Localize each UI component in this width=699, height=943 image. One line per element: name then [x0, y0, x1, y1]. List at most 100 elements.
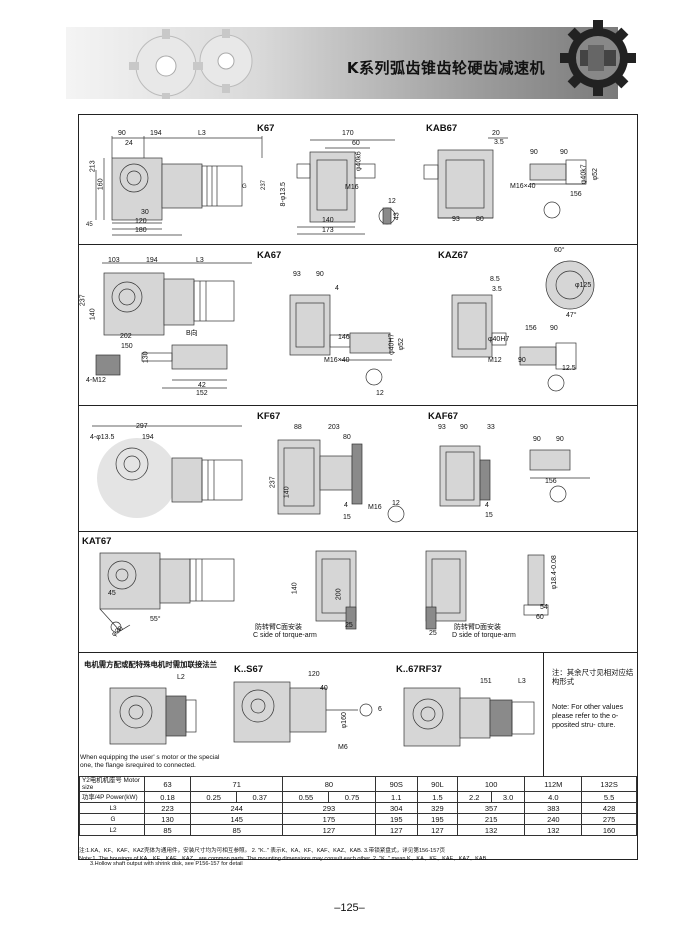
c-side-label-en: C side of torque-arm — [253, 632, 317, 639]
table-cell: 127 — [416, 824, 458, 836]
dim-ka67-140: 140 — [89, 308, 97, 321]
motor-note-cn: 电机需方配或配特殊电机时需加联接法兰 — [84, 660, 218, 669]
dim-kab67-90a: 90 — [530, 149, 538, 156]
dim-kat67-54: 54 — [540, 604, 548, 611]
size-note-cn: 注：其余尺寸见相对应结构形式 — [552, 668, 634, 686]
dim-kaf67-90a: 90 — [533, 436, 541, 443]
gear-logo-icon — [560, 20, 636, 96]
dim-ka67-237: 237 — [79, 294, 87, 307]
table-row: 功率/4P Power(kW) 0.18 0.25 0.37 0.55 0.75… — [79, 791, 637, 803]
dim-kaf67-4: 4 — [485, 502, 489, 509]
table-cell: 4.0 — [524, 791, 583, 803]
dim-kaz67-8-5: 8.5 — [490, 276, 500, 283]
dim-ka67-150: 150 — [121, 343, 133, 350]
table-cell: 132S — [581, 776, 637, 792]
dim-ka67-4: 4 — [335, 285, 339, 292]
footnote-cn: 注:1.KA、KF、KAF、KAZ壳体为通用件，安装尺寸均为可相互参照。 2. … — [79, 848, 446, 854]
dim-kaz67-m16x40: 90 — [518, 357, 526, 364]
row-header: G — [79, 813, 145, 825]
row-header: L3 — [79, 802, 145, 814]
dim-ks67-6: 6 — [378, 706, 382, 713]
dim-kf67-140: 140 — [283, 486, 291, 499]
dim-kaf67-93: 93 — [438, 424, 446, 431]
table-row: Y2电机机座号 Motor size 63 71 80 90S 90L 100 … — [79, 776, 637, 792]
dim-kab67-80: 80 — [476, 216, 484, 223]
table-cell: 2.2 — [456, 791, 492, 803]
model-label-kaz67: KAZ67 — [438, 250, 469, 261]
kf67-end-view-drawing — [277, 439, 405, 523]
dim-ks67-phi160: φ160 — [340, 712, 348, 729]
dim-kaz67-90b: 90 — [550, 325, 558, 332]
dim-k67-24: 24 — [125, 140, 133, 147]
dim-ka67-146: 146 — [338, 334, 350, 341]
svg-text:237: 237 — [261, 179, 267, 190]
table-cell: 0.25 — [190, 791, 238, 803]
table-cell: 3.0 — [490, 791, 526, 803]
dim-k67-90: 90 — [118, 130, 126, 137]
d-side-label-en: D side of torque-arm — [452, 632, 516, 639]
dim-k67-l3: L3 — [198, 130, 206, 137]
dim-ka67-42: 42 — [198, 382, 206, 389]
dim-ka67-4-m12: 4-M12 — [86, 377, 106, 384]
page-number: –125– — [334, 902, 365, 914]
table-cell: 0.37 — [236, 791, 284, 803]
model-label-kab67: KAB67 — [426, 123, 458, 134]
dim-ka67-90: 90 — [316, 271, 324, 278]
kat67-drawing — [99, 552, 235, 633]
dim-kf67-m16: M16 — [368, 504, 382, 511]
table-cell: 293 — [282, 802, 376, 814]
kat67-c-side-drawing — [315, 550, 357, 630]
model-label-kat67: KAT67 — [82, 536, 112, 547]
model-label-k67rf37: K..67RF37 — [396, 664, 442, 675]
dim-kab67-phi40k7: φ40k7 — [580, 164, 588, 185]
table-cell: 90L — [416, 776, 458, 792]
model-label-kaf67: KAF67 — [428, 411, 459, 422]
dim-k67-phi40k6: φ40k6 — [355, 151, 363, 172]
dim-k67-60: 60 — [352, 140, 360, 147]
dim-kf67-12: 12 — [392, 500, 400, 507]
table-cell: 223 — [143, 802, 192, 814]
model-label-k67: K67 — [257, 123, 275, 134]
dim-kab67-93: 93 — [452, 216, 460, 223]
dim-kab67-phi52: φ52 — [591, 168, 599, 181]
kf67-drawing — [92, 425, 243, 518]
dim-k67-173: 173 — [322, 227, 334, 234]
dim-k67rf37-151: 151 — [480, 678, 492, 685]
dim-kaz67-47deg: 47° — [566, 312, 577, 319]
svg-text:G: G — [242, 184, 247, 190]
b-view-label: B向 — [186, 330, 198, 337]
divider — [78, 652, 638, 653]
size-note-en: Note: For other values please refer to t… — [552, 702, 624, 729]
dim-ka67-l3: L3 — [196, 257, 204, 264]
dim-kat67-140: 140 — [291, 582, 299, 595]
dim-kat67-25b: 25 — [429, 630, 437, 637]
kaf67-drawing — [439, 445, 590, 507]
dim-kaf67-156: 156 — [545, 478, 557, 485]
table-cell: 383 — [524, 802, 583, 814]
dim-ka67-12: 12 — [376, 390, 384, 397]
dim-ka67-130: 130 — [142, 351, 150, 364]
table-cell: 357 — [456, 802, 526, 814]
dim-k67rf37-l3: L3 — [518, 678, 526, 685]
dim-kf67-237: 237 — [269, 476, 277, 489]
model-label-ks67: K..S67 — [234, 664, 264, 675]
motor-note-en-1: When equipping the user' s motor or the … — [80, 754, 220, 761]
table-cell: 100 — [456, 776, 526, 792]
table-cell: 145 — [190, 813, 284, 825]
dim-kaz67-90a: 156 — [525, 325, 537, 332]
model-label-kf67: KF67 — [257, 411, 281, 422]
dim-k67-194: 194 — [150, 130, 162, 137]
ka67-end-view-drawing — [289, 294, 392, 386]
dim-kf67-194: 194 — [142, 434, 154, 441]
drawing-frame — [78, 114, 638, 860]
table-cell: 1.1 — [374, 791, 418, 803]
dim-k67-213: 213 — [89, 160, 97, 173]
table-cell: 160 — [581, 824, 637, 836]
table-cell: 428 — [581, 802, 637, 814]
dim-ka67-phi52: φ52 — [397, 338, 405, 351]
divider — [78, 405, 638, 406]
dim-kaf67-15: 15 — [485, 512, 493, 519]
dim-kaz67-m12: φ40H7 — [488, 336, 510, 343]
table-cell: 240 — [524, 813, 583, 825]
dim-kf67-80: 80 — [343, 434, 351, 441]
